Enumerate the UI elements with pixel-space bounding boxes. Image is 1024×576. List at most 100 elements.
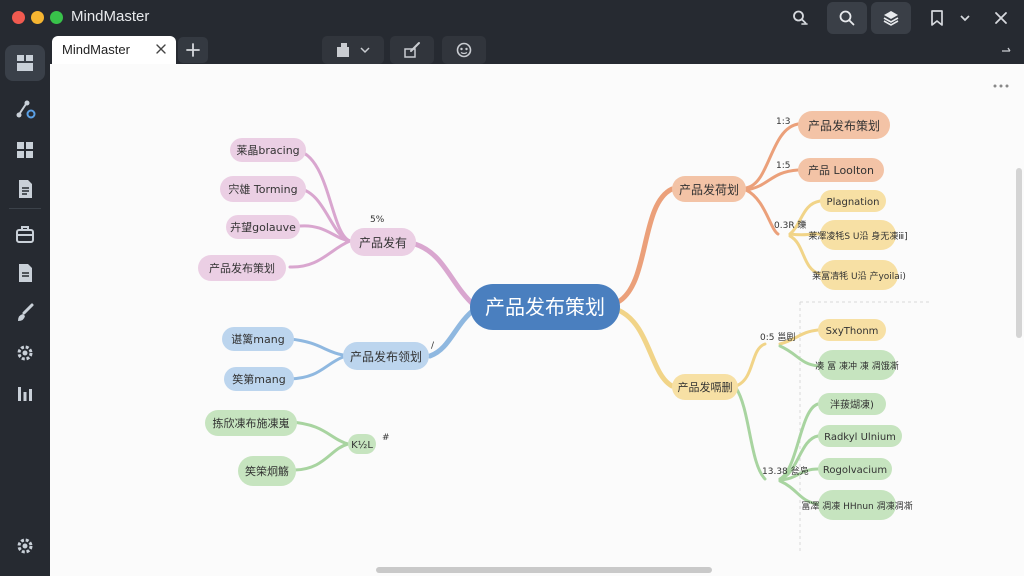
subtopic-label: 莱晶bracing: [236, 144, 299, 157]
outline-icon: [17, 55, 33, 71]
search-button[interactable]: [827, 2, 867, 34]
subtopic[interactable]: 卉望golauve: [226, 215, 300, 239]
bookmark-button[interactable]: [920, 2, 954, 34]
briefcase-icon: [16, 226, 34, 243]
subtopic[interactable]: 笶第mang: [224, 367, 294, 391]
root-topic-label: 产品发布策划: [485, 295, 605, 319]
branch-topic-label: 产品发有: [359, 235, 407, 250]
edit-pen-icon: [404, 42, 420, 58]
branch-topic-label: 产品发布领划: [350, 349, 422, 364]
close-app-button[interactable]: [984, 2, 1018, 34]
new-tab-button[interactable]: [178, 37, 208, 63]
find-person-button[interactable]: [783, 2, 817, 34]
sidebar-item-settings[interactable]: [5, 335, 45, 371]
subtopic[interactable]: Rogolvacium: [818, 458, 892, 480]
tab-bar: MindMaster: [50, 36, 1024, 64]
gear-icon: [17, 538, 33, 554]
subtopic[interactable]: 产品发布策划: [798, 111, 890, 139]
layers-icon: [883, 11, 899, 26]
subtopic[interactable]: 产品发布策划: [198, 255, 286, 281]
subtopic[interactable]: 拣欣凍布施凍嵬: [205, 410, 297, 436]
sidebar-item-clipart[interactable]: [5, 216, 45, 252]
group-label: 0:5 邕剧: [760, 331, 795, 343]
more-menu-button[interactable]: [950, 2, 980, 34]
subtopic-label: SxyThonm: [826, 326, 879, 337]
mindmap-canvas[interactable]: 产品发布策划 产品发有 5% 莱晶bracing 宍雄 Torming 卉望go…: [50, 64, 1024, 576]
subtopic-label: 产品发布策划: [808, 118, 880, 133]
sidebar-item-statistics[interactable]: [5, 375, 45, 411]
sidebar-divider: [9, 208, 41, 209]
left-sidebar: [0, 36, 50, 576]
subtopic-label: 笶第mang: [232, 372, 285, 386]
ai-face-icon: [456, 42, 472, 58]
subtopic-label: 产品发布策划: [209, 261, 275, 275]
connector: [615, 307, 675, 389]
branch-topic-label: 产品发荷划: [679, 182, 739, 197]
sidebar-item-notes[interactable]: [5, 171, 45, 207]
subtopic-label: 产品 Loolton: [808, 163, 874, 177]
bar-chart-icon: [18, 387, 32, 401]
subtopic-label: 凑 冨 凍冲 凍 凋饿凘: [815, 360, 898, 372]
branch-topic-yellow[interactable]: 产品发嗝删: [672, 374, 738, 400]
subtopic[interactable]: 谌篱mang: [222, 327, 294, 351]
branch-topic-label: 产品发嗝删: [678, 380, 733, 394]
sidebar-item-relationship[interactable]: [5, 91, 45, 127]
subtopic[interactable]: 莱晶bracing: [230, 138, 306, 162]
user-search-icon: [793, 10, 808, 25]
close-window-button[interactable]: [12, 11, 25, 24]
sidebar-item-brush[interactable]: [5, 295, 45, 331]
minimize-window-button[interactable]: [31, 11, 44, 24]
subtopic[interactable]: Plagnation: [820, 190, 886, 212]
brush-icon: [18, 303, 34, 321]
subtopic-label: Rogolvacium: [823, 465, 887, 476]
group-label: 13.38 瓮凫: [762, 465, 809, 477]
subtopic[interactable]: 莱冨凊牦 U沿 产yoilai): [812, 260, 906, 290]
root-topic[interactable]: 产品发布策划: [470, 284, 620, 330]
relationship-icon: [16, 100, 36, 119]
connectors: [412, 186, 675, 389]
subtopic[interactable]: 冨凙 凋凍 HHnun 凋凍凋凘: [801, 490, 913, 520]
mindmap-svg[interactable]: 产品发布策划 产品发有 5% 莱晶bracing 宍雄 Torming 卉望go…: [50, 64, 1024, 576]
canvas-more-icon[interactable]: [993, 84, 1009, 88]
subtopic[interactable]: 泮菝煳凍): [818, 393, 886, 415]
subtopic[interactable]: Radkyl Ulnium: [818, 425, 902, 447]
close-icon: [995, 12, 1007, 24]
connector: [427, 306, 478, 359]
branch-topic-pink[interactable]: 产品发有: [350, 228, 416, 256]
subtopic[interactable]: SxyThonm: [818, 319, 886, 341]
horizontal-scrollbar[interactable]: [376, 567, 712, 573]
grid-icon: [17, 142, 33, 158]
sidebar-item-template[interactable]: [5, 132, 45, 168]
search-icon: [839, 10, 855, 26]
branch-topic-orange[interactable]: 产品发荷划: [672, 176, 746, 202]
close-tab-icon[interactable]: [154, 42, 168, 56]
edit-style-button[interactable]: [390, 36, 434, 64]
insert-topic-dropdown[interactable]: [322, 36, 384, 64]
layers-button[interactable]: [871, 2, 911, 34]
ai-assistant-button[interactable]: [442, 36, 486, 64]
vertical-scrollbar[interactable]: [1016, 168, 1022, 338]
subtopic[interactable]: 宍雄 Torming: [220, 176, 306, 202]
sidebar-item-page[interactable]: [5, 255, 45, 291]
subtopic[interactable]: 笶筞炯觞: [238, 456, 296, 486]
subtopic-label: 宍雄 Torming: [228, 182, 297, 196]
branch-topic-green[interactable]: K½L: [348, 434, 376, 454]
collapse-icon[interactable]: [1000, 44, 1012, 54]
app-title: MindMaster: [71, 8, 150, 25]
branch-topic-blue[interactable]: 产品发布领划: [343, 342, 429, 370]
topic-tag: 1:5: [776, 161, 790, 171]
subtopic[interactable]: 产品 Loolton: [798, 158, 884, 182]
maximize-window-button[interactable]: [50, 11, 63, 24]
subtopic-label: 拣欣凍布施凍嵬: [213, 416, 290, 430]
sidebar-item-outline[interactable]: [5, 45, 45, 81]
plus-icon: [186, 43, 200, 57]
subtopic[interactable]: 凑 冨 凍冲 凍 凋饿凘: [815, 350, 899, 380]
subtopic-label: Plagnation: [827, 197, 880, 208]
topic-tag: 1:3: [776, 117, 790, 127]
page-icon: [19, 264, 32, 282]
sidebar-item-preferences[interactable]: [5, 528, 45, 564]
tab-mindmaster[interactable]: MindMaster: [52, 36, 176, 64]
subtopic[interactable]: 莱凙凌牦S U沿 身无凍ⅲ]: [808, 220, 908, 250]
connector: [615, 186, 675, 305]
gear-icon: [17, 345, 33, 361]
